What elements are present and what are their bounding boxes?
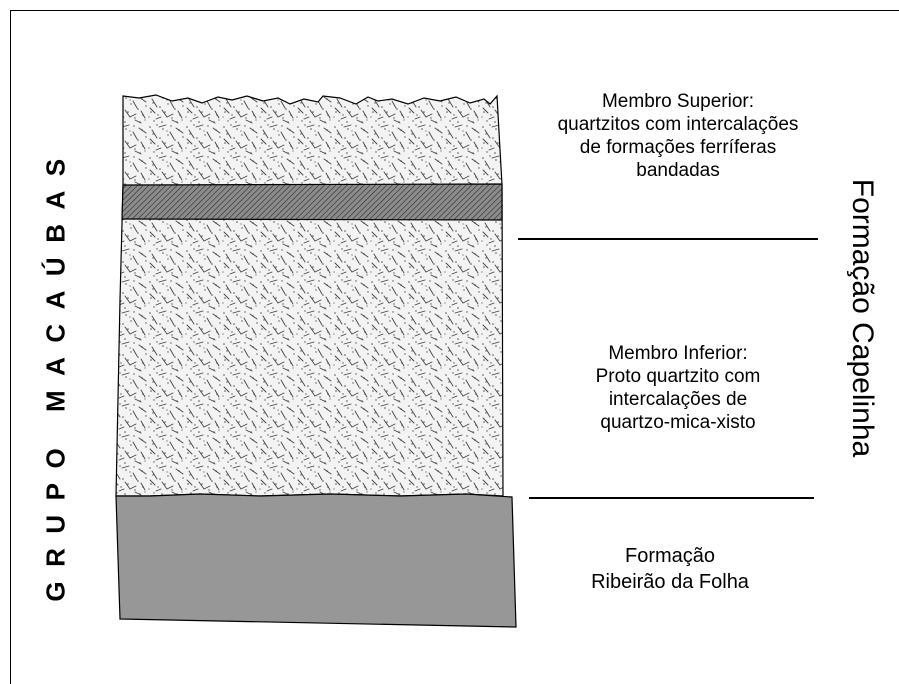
lower-member-line-4: quartzo-mica-xisto	[600, 412, 756, 433]
base-formation-line-2: Ribeirão da Folha	[591, 571, 749, 593]
lower-member-line-2: Proto quartzito com	[595, 366, 761, 387]
upper-member-line-3: de formações ferríferas	[579, 137, 777, 158]
ribeirao-da-folha-layer	[115, 493, 517, 628]
lower-member-line-3: intercalações de	[608, 389, 748, 410]
member-divider-line	[518, 238, 818, 240]
group-label: GRUPO MACAÚBAS	[40, 144, 71, 602]
formation-divider-line	[529, 497, 814, 499]
base-formation-line-1: Formação	[624, 545, 716, 567]
banded-iron-formation-layer	[121, 183, 503, 221]
lower-member-description: Membro Inferior: Proto quartzito com int…	[519, 342, 837, 434]
frame-top-border	[10, 10, 899, 11]
upper-member-line-4: bandadas	[636, 160, 720, 181]
formation-label: Formação Capelinha	[846, 178, 879, 458]
base-formation-description: Formação Ribeirão da Folha	[530, 543, 810, 595]
frame-left-border	[10, 10, 11, 684]
quartzite-layer	[115, 94, 504, 497]
upper-member-line-1: Membro Superior:	[601, 91, 755, 112]
upper-member-description: Membro Superior: quartzitos com intercal…	[519, 90, 837, 182]
upper-member-line-2: quartzitos com intercalações	[557, 114, 799, 135]
lower-member-line-1: Membro Inferior:	[608, 343, 748, 364]
